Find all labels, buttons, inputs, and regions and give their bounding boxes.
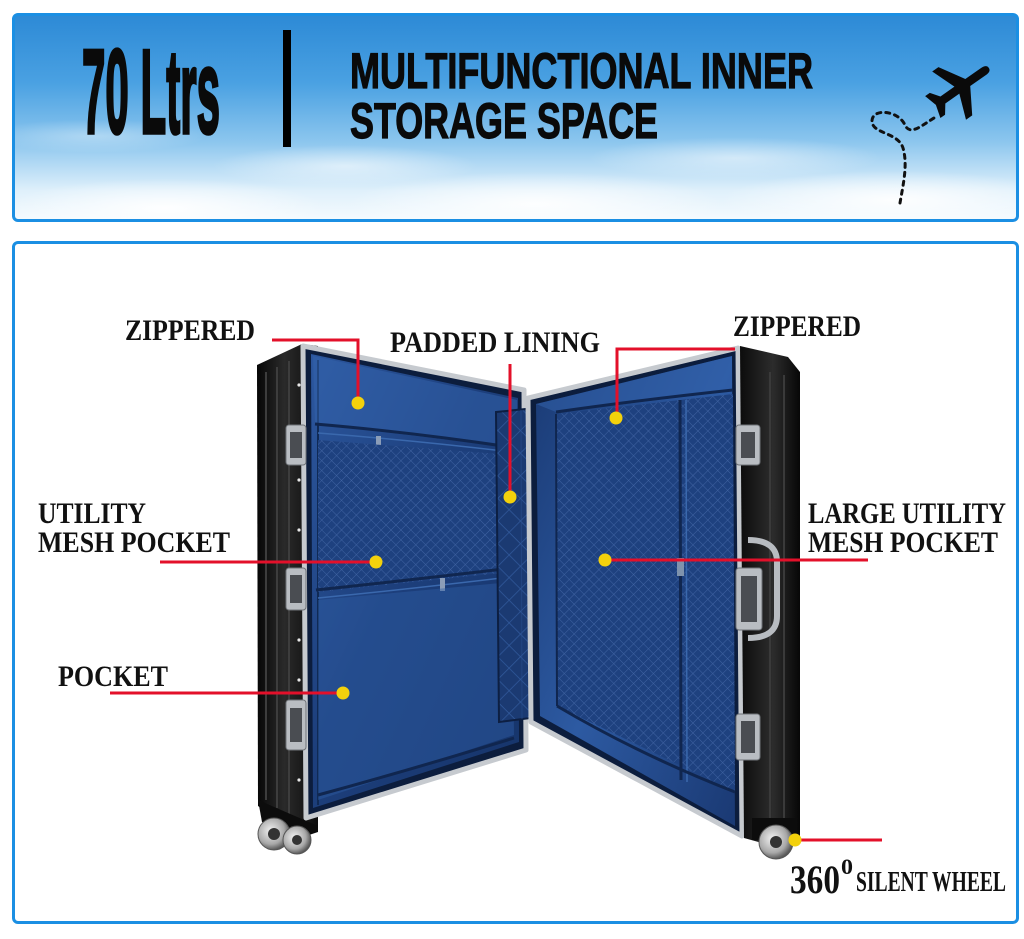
large-utility-mesh-pocket [556, 394, 735, 792]
wheel-hub [268, 828, 280, 840]
callout-utility-mesh-pocket: UTILITY MESH POCKET [38, 497, 383, 569]
callout-dot [609, 411, 623, 425]
zipper-pull-left-top [376, 436, 381, 448]
label-silent-wheel: SILENT WHEEL [856, 866, 1006, 898]
label-padded-lining: PADDED LINING [390, 326, 600, 359]
capacity-title: 70 Ltrs [82, 25, 220, 159]
callout-line [272, 338, 360, 402]
right-shell-ribs [769, 372, 785, 838]
zippered-pocket-left [313, 356, 517, 448]
flight-path [870, 111, 936, 205]
callout-padded-lining: PADDED LINING [390, 326, 600, 504]
label-wheel-number: 360 [790, 857, 840, 902]
zippered-pocket-right [536, 356, 732, 412]
mesh-pocket-edge [555, 413, 558, 707]
zipper-track-mesh [317, 576, 511, 599]
latch-dial [741, 721, 755, 753]
latch-dial [290, 575, 302, 603]
label-utility-line-1: UTILITY [38, 497, 146, 530]
utility-mesh-pocket [318, 440, 512, 592]
zipper-pull-mesh [440, 578, 445, 591]
zipper-track-vertical [685, 399, 688, 783]
callout-dot [369, 555, 383, 569]
latches [285, 424, 763, 761]
wheel-hub [770, 836, 782, 848]
title-divider [283, 30, 291, 147]
wheel-hub [292, 835, 302, 845]
callout-dot [598, 553, 612, 567]
zipper-line-right-top [555, 388, 734, 414]
bottom-pocket [318, 582, 514, 800]
latch-dial [290, 432, 302, 458]
banner-title-line-2: STORAGE SPACE [350, 93, 658, 149]
label-pocket: POCKET [58, 660, 168, 693]
airplane-icon [925, 66, 990, 120]
callout-dot [351, 396, 365, 410]
zipper-track-left-top [317, 432, 513, 453]
label-large-utility-line-2: MESH POCKET [808, 526, 998, 559]
lock-dial [741, 576, 757, 622]
callout-line [615, 347, 735, 416]
side-handle [747, 537, 780, 641]
label-zippered-right: ZIPPERED [733, 310, 861, 343]
bottom-pocket-seam [317, 736, 515, 797]
label-zippered-left: ZIPPERED [125, 314, 255, 347]
zipper-line-vertical [678, 399, 683, 781]
zipper-line-mesh [315, 566, 513, 592]
latch-dial [290, 708, 302, 742]
callout-large-utility-mesh-pocket: LARGE UTILITY MESH POCKET [598, 497, 1006, 567]
label-large-utility-line-1: LARGE UTILITY [808, 497, 1006, 530]
zipper-pull-vertical [677, 558, 684, 576]
latch-dial [741, 432, 755, 458]
callout-dot [788, 833, 802, 847]
callout-zippered-left: ZIPPERED [125, 314, 365, 410]
label-wheel-degree: 0 [841, 854, 853, 879]
suitcase-illustration [257, 343, 800, 860]
banner-title-line-1: MULTIFUNCTIONAL INNER [350, 43, 813, 99]
zipper-line-left-top [314, 422, 518, 450]
label-utility-line-2: MESH POCKET [38, 526, 230, 559]
padded-lining-highlight [520, 409, 523, 720]
right-bottom-seam [556, 704, 736, 794]
callout-dot [503, 490, 517, 504]
callout-zippered-right: ZIPPERED [609, 310, 861, 425]
left-frame-rivets [297, 383, 301, 782]
callout-pocket: POCKET [58, 660, 350, 700]
callout-silent-wheel: 360 0 SILENT WHEEL [788, 833, 1006, 902]
callout-dot [336, 686, 350, 700]
header-banner [12, 13, 1019, 222]
